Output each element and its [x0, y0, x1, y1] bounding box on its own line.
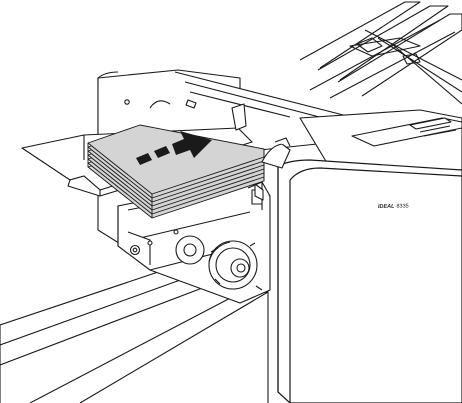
paper-stack: [87, 124, 265, 219]
control-panel: [299, 109, 462, 171]
paper-guides: [231, 103, 291, 201]
arrow-right-icon: [136, 131, 212, 165]
right-cabinet: [277, 159, 462, 403]
paper-stack-side: [87, 143, 265, 218]
rear-paper-rails: [299, 1, 462, 105]
